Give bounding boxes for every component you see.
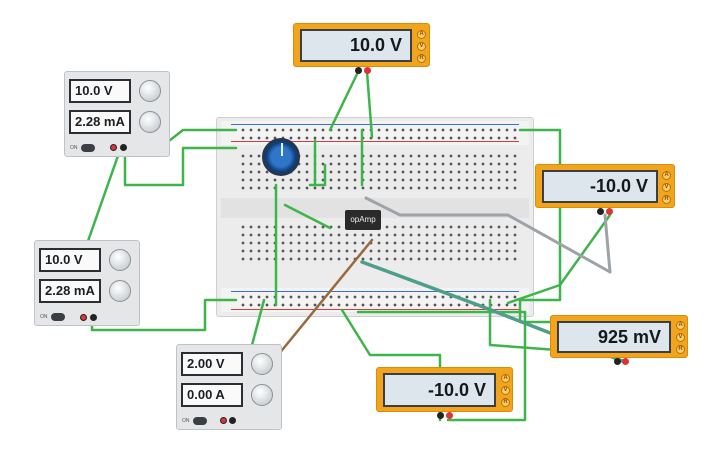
pot-pointer xyxy=(281,143,283,156)
current-dial-icon[interactable] xyxy=(139,111,161,133)
red-terminal-icon[interactable] xyxy=(622,358,629,365)
psu-voltage-display: 10.0 V xyxy=(69,79,131,103)
volt-mode-button[interactable]: V xyxy=(501,386,510,395)
wire-green[interactable] xyxy=(283,203,332,230)
wire-green[interactable] xyxy=(123,146,238,187)
potentiometer-knob-icon[interactable] xyxy=(262,138,300,176)
black-terminal-icon[interactable] xyxy=(120,144,127,151)
ohm-mode-button[interactable]: R xyxy=(662,195,671,204)
amp-mode-button[interactable]: A xyxy=(662,171,671,180)
wire-green[interactable] xyxy=(308,163,327,187)
red-terminal-icon[interactable] xyxy=(446,412,453,419)
red-terminal-icon[interactable] xyxy=(80,314,87,321)
wire-green[interactable] xyxy=(506,213,612,305)
breadboard-bottom-rail xyxy=(221,288,529,312)
power-supply-2[interactable]: 10.0 V 2.28 mA ON xyxy=(34,240,140,326)
psu-current-display: 2.28 mA xyxy=(69,110,131,134)
volt-mode-button[interactable]: V xyxy=(662,183,671,192)
voltage-dial-icon[interactable] xyxy=(109,249,131,271)
wire-green[interactable] xyxy=(328,70,360,132)
wire-gray[interactable] xyxy=(364,196,612,274)
black-terminal-icon[interactable] xyxy=(437,412,444,419)
wire-green[interactable] xyxy=(90,298,238,332)
wire-green[interactable] xyxy=(365,70,374,139)
multimeter-output[interactable]: 925 mV A V R xyxy=(550,315,688,358)
meter-display: 925 mV xyxy=(557,321,671,353)
red-terminal-icon[interactable] xyxy=(364,67,371,74)
multimeter-bottom[interactable]: -10.0 V A V R xyxy=(376,367,513,412)
voltage-dial-icon[interactable] xyxy=(139,80,161,102)
volt-mode-button[interactable]: V xyxy=(417,42,426,51)
ohm-mode-button[interactable]: R xyxy=(501,398,510,407)
rail-holes[interactable] xyxy=(239,126,519,142)
psu-voltage-display: 2.00 V xyxy=(181,352,243,376)
on-label: ON xyxy=(182,418,190,424)
meter-display: -10.0 V xyxy=(542,170,658,203)
volt-mode-button[interactable]: V xyxy=(676,333,685,342)
power-toggle[interactable] xyxy=(193,417,207,425)
rail-blue-line xyxy=(231,291,519,292)
psu-current-display: 2.28 mA xyxy=(39,279,101,303)
rail-red-line xyxy=(231,309,519,310)
red-terminal-icon[interactable] xyxy=(220,417,227,424)
black-terminal-icon[interactable] xyxy=(90,314,97,321)
red-terminal-icon[interactable] xyxy=(606,208,613,215)
meter-display: -10.0 V xyxy=(383,373,496,407)
black-terminal-icon[interactable] xyxy=(355,67,362,74)
red-terminal-icon[interactable] xyxy=(110,144,117,151)
power-toggle[interactable] xyxy=(81,144,95,152)
ohm-mode-button[interactable]: R xyxy=(676,345,685,354)
amp-mode-button[interactable]: A xyxy=(501,374,510,383)
black-terminal-icon[interactable] xyxy=(229,417,236,424)
on-label: ON xyxy=(70,145,78,151)
amp-mode-button[interactable]: A xyxy=(676,321,685,330)
black-terminal-icon[interactable] xyxy=(597,208,604,215)
power-supply-3[interactable]: 2.00 V 0.00 A ON xyxy=(176,344,282,430)
current-dial-icon[interactable] xyxy=(109,280,131,302)
rail-holes[interactable] xyxy=(239,293,519,309)
current-dial-icon[interactable] xyxy=(251,384,273,406)
opamp-chip[interactable]: opAmp xyxy=(345,210,381,230)
meter-display: 10.0 V xyxy=(300,29,412,62)
black-terminal-icon[interactable] xyxy=(614,358,621,365)
amp-mode-button[interactable]: A xyxy=(417,30,426,39)
multimeter-right[interactable]: -10.0 V A V R xyxy=(535,164,675,208)
multimeter-top[interactable]: 10.0 V A V R xyxy=(293,23,430,67)
ohm-mode-button[interactable]: R xyxy=(417,54,426,63)
wire-green[interactable] xyxy=(356,310,527,422)
psu-current-display: 0.00 A xyxy=(181,383,243,407)
voltage-dial-icon[interactable] xyxy=(251,353,273,375)
opamp-label: opAmp xyxy=(350,215,376,224)
rail-blue-line xyxy=(231,124,519,125)
psu-voltage-display: 10.0 V xyxy=(39,248,101,272)
on-label: ON xyxy=(40,314,48,320)
wire-green[interactable] xyxy=(518,128,562,302)
power-toggle[interactable] xyxy=(51,313,65,321)
lower-terminal-holes[interactable] xyxy=(239,223,517,265)
power-supply-1[interactable]: 10.0 V 2.28 mA ON xyxy=(64,71,170,157)
